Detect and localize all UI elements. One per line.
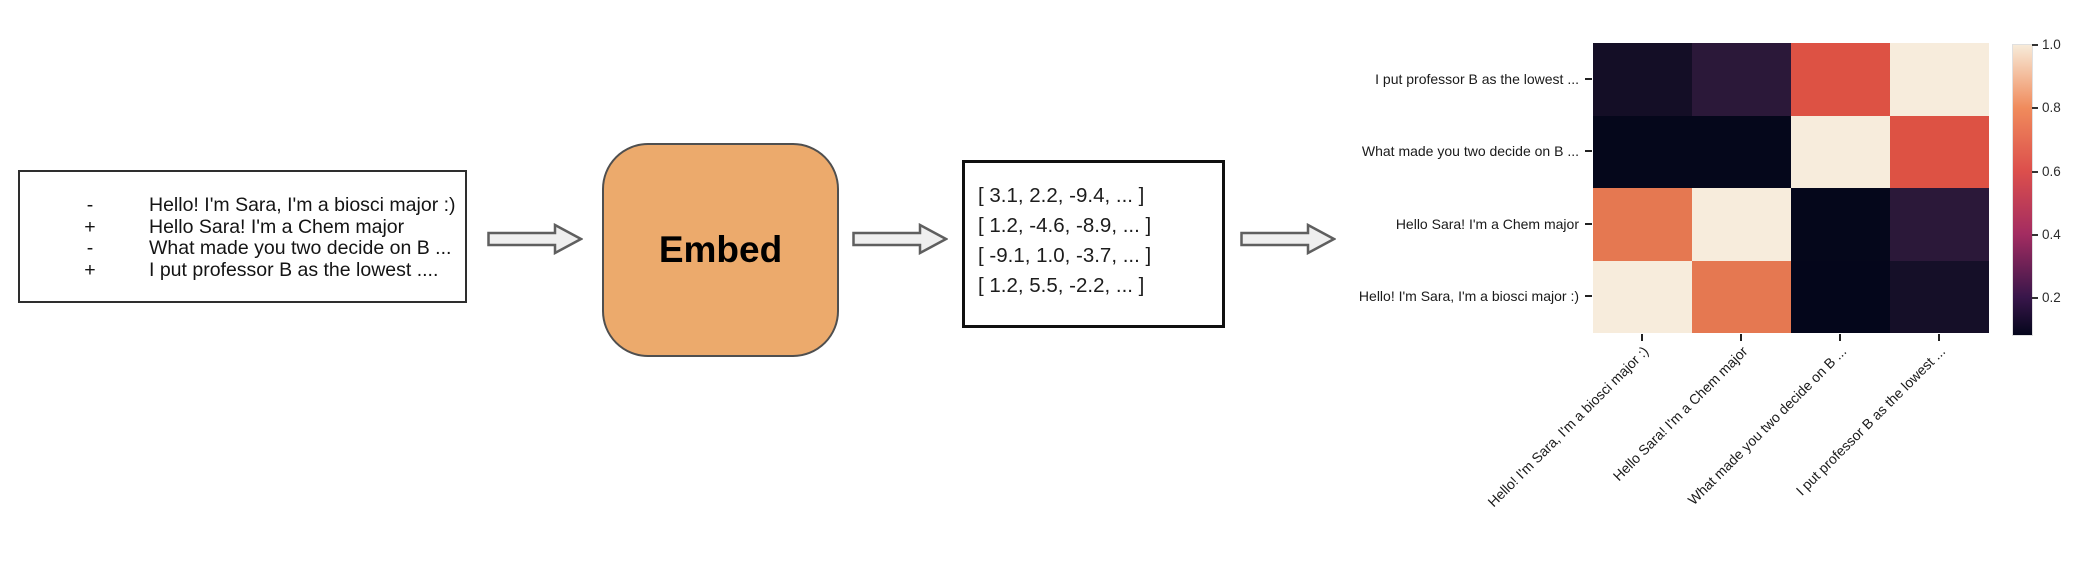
- heatmap-cell: [1791, 188, 1890, 261]
- colorbar-tick: [2032, 107, 2038, 109]
- embedding-vector-line: [ 1.2, 5.5, -2.2, ... ]: [978, 274, 1145, 297]
- heatmap-row-label: What made you two decide on B ...: [1361, 143, 1579, 159]
- heatmap-x-tick: [1938, 334, 1940, 341]
- message-sign: -: [86, 237, 94, 259]
- heatmap-row-label: Hello! I'm Sara, I'm a biosci major :): [1358, 288, 1579, 304]
- heatmap-y-tick: [1585, 223, 1592, 225]
- similarity-heatmap-grid: [1593, 43, 1989, 333]
- message-sign: +: [84, 258, 96, 281]
- heatmap-x-tick: [1839, 334, 1841, 341]
- heatmap-x-tick: [1641, 334, 1643, 341]
- heatmap-cell: [1692, 115, 1791, 188]
- colorbar-tick: [2032, 297, 2038, 299]
- colorbar-tick: [2032, 234, 2038, 236]
- message-text: What made you two decide on B ...: [149, 237, 452, 259]
- colorbar-tick-label: 0.4: [2042, 227, 2061, 242]
- chat-message-row: + Hello Sara! I'm a Chem major: [20, 215, 465, 239]
- heatmap-cell: [1593, 43, 1692, 116]
- embedding-vector-line: [ -9.1, 1.0, -3.7, ... ]: [978, 244, 1152, 267]
- heatmap-cell: [1791, 260, 1890, 333]
- flow-arrow-chat-to-embed: [487, 223, 583, 255]
- colorbar-tick-label: 0.8: [2042, 100, 2061, 115]
- message-text: I put professor B as the lowest ....: [149, 258, 439, 281]
- flow-arrow-embed-to-vectors: [852, 223, 948, 255]
- embedding-vector-line: [ 1.2, -4.6, -8.9, ... ]: [978, 214, 1152, 237]
- heatmap-cell: [1593, 188, 1692, 261]
- heatmap-cell: [1890, 115, 1989, 188]
- embed-block: Embed: [602, 143, 839, 357]
- embedding-vector-line: [ 3.1, 2.2, -9.4, ... ]: [978, 184, 1145, 207]
- colorbar-tick-label: 1.0: [2042, 37, 2061, 52]
- heatmap-y-tick: [1585, 78, 1592, 80]
- chat-message-row: + I put professor B as the lowest ....: [20, 258, 465, 282]
- heatmap-cell: [1692, 188, 1791, 261]
- heatmap-x-tick: [1740, 334, 1742, 341]
- heatmap-cell: [1692, 43, 1791, 116]
- embed-label: Embed: [658, 229, 783, 270]
- colorbar-tick-label: 0.2: [2042, 290, 2061, 305]
- vectors-box: [ 3.1, 2.2, -9.4, ... ] [ 1.2, -4.6, -8.9…: [962, 160, 1225, 328]
- message-text: Hello! I'm Sara, I'm a biosci major :): [149, 194, 456, 216]
- heatmap-cell: [1593, 260, 1692, 333]
- colorbar-tick-label: 0.6: [2042, 164, 2061, 179]
- chat-messages-box: -Hello! I'm Sara, I'm a biosci major :)+…: [18, 170, 467, 303]
- heatmap-cell: [1890, 43, 1989, 116]
- heatmap-cell: [1593, 115, 1692, 188]
- heatmap-cell: [1890, 260, 1989, 333]
- arrow-right-icon: [1240, 223, 1336, 255]
- message-sign: +: [84, 215, 96, 238]
- message-sign: -: [86, 194, 94, 216]
- heatmap-y-tick: [1585, 295, 1592, 297]
- colorbar: [2012, 44, 2033, 336]
- heatmap-y-tick: [1585, 150, 1592, 152]
- arrow-right-icon: [852, 223, 948, 255]
- colorbar-tick: [2032, 44, 2038, 46]
- arrow-right-icon: [487, 223, 583, 255]
- heatmap-cell: [1692, 260, 1791, 333]
- heatmap-x-label: Hello! I'm Sara, I'm a biosci major :): [1484, 343, 1652, 510]
- heatmap-x-label: What made you two decide on B ...: [1684, 343, 1850, 508]
- heatmap-row-label: Hello Sara! I'm a Chem major: [1395, 216, 1579, 232]
- chat-message-row: - Hello! I'm Sara, I'm a biosci major :): [20, 194, 465, 217]
- heatmap-cell: [1890, 188, 1989, 261]
- heatmap-row-label: I put professor B as the lowest ...: [1375, 71, 1579, 87]
- chat-message-row: - What made you two decide on B ...: [20, 237, 465, 260]
- heatmap-cell: [1791, 115, 1890, 188]
- colorbar-tick: [2032, 171, 2038, 173]
- heatmap-cell: [1791, 43, 1890, 116]
- flow-arrow-vectors-to-heatmap: [1240, 223, 1336, 255]
- message-text: Hello Sara! I'm a Chem major: [149, 215, 405, 238]
